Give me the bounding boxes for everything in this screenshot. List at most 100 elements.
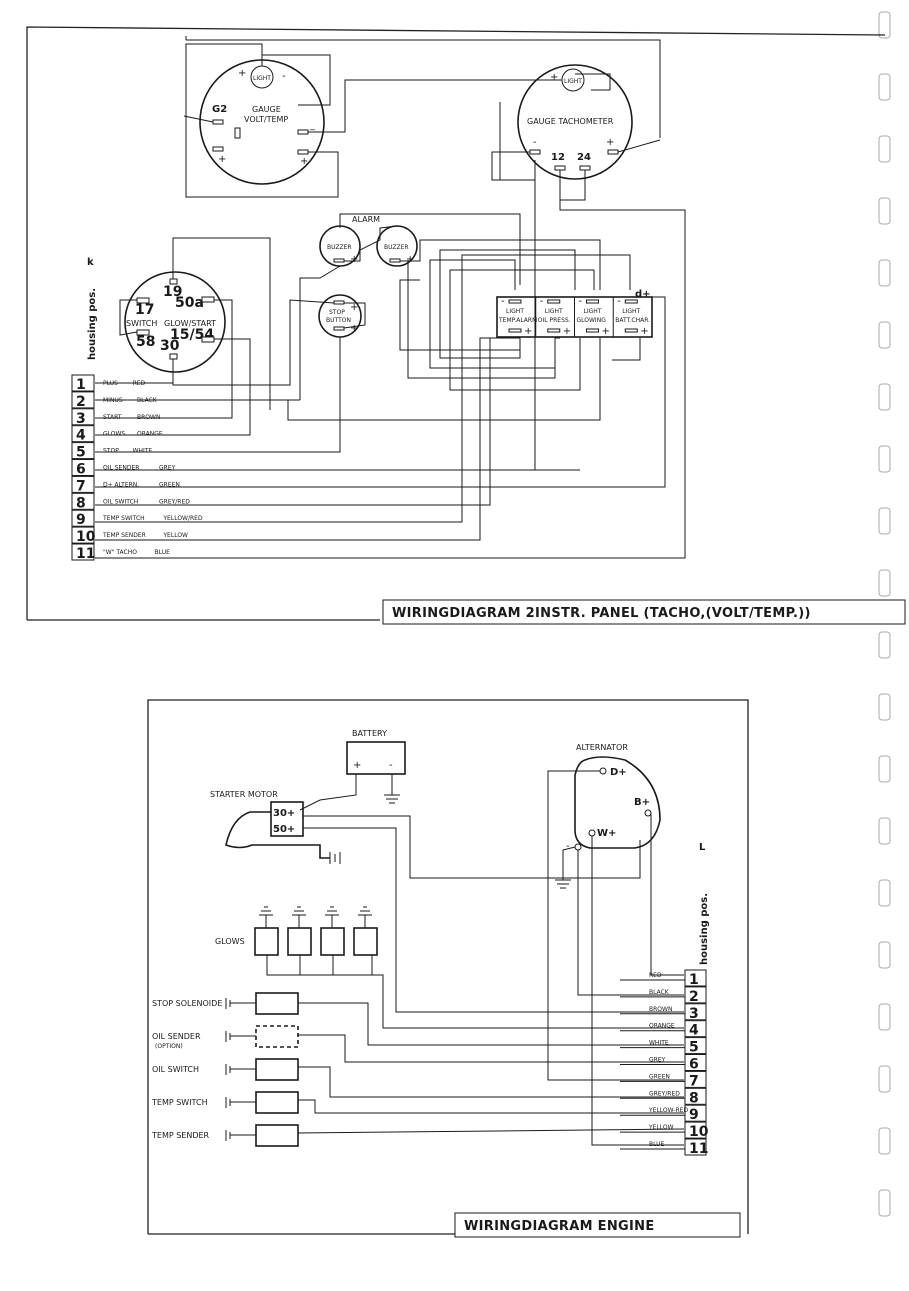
glow-start-switch: 19 50a 17 SWITCH GLOW/START 15/54 58 30	[124, 271, 226, 373]
glow-plug	[353, 927, 378, 956]
housing-k-number: 3	[76, 411, 86, 427]
svg-text:+: +	[350, 323, 358, 334]
panel-wire-color: BROWN	[137, 414, 160, 421]
engine-component-box	[255, 1124, 299, 1147]
engine-wire-color: YELLOW	[648, 1124, 674, 1131]
engine-component-label: STOP SOLENOIDE	[152, 999, 222, 1008]
engine-component-box	[255, 1025, 299, 1048]
housing-l-cell	[684, 1138, 707, 1156]
engine-component-label: TEMP SWITCH	[151, 1098, 208, 1107]
panel-title: WIRINGDIAGRAM 2INSTR. PANEL (TACHO,(VOLT…	[392, 606, 811, 621]
housing-k-number: 11	[76, 546, 95, 562]
housing-k-cell	[71, 475, 95, 493]
housing-l-number: 3	[689, 1006, 699, 1022]
housing-l-cell	[684, 1037, 707, 1055]
svg-text:-: -	[579, 296, 583, 307]
starter-motor-label: STARTER MOTOR	[210, 790, 278, 799]
engine-wire-color: ORANGE	[649, 1023, 675, 1030]
stop-button: STOP BUTTON + +	[318, 294, 362, 338]
housing-l-cell	[684, 969, 707, 987]
housing-l-cell	[684, 1104, 707, 1122]
panel-title-box	[382, 599, 906, 625]
binder-hole	[878, 445, 891, 473]
warning-light-name: OIL PRESS.	[538, 317, 571, 324]
housing-l-number: 2	[689, 989, 699, 1005]
gauge-vt-minus: -	[282, 71, 286, 82]
housing-k-label: housing pos.	[87, 288, 98, 360]
buzzer-1-label: BUZZER	[327, 244, 352, 251]
warning-light-label: LIGHT	[545, 308, 563, 315]
housing-k-cell	[71, 425, 95, 443]
housing-k-cell	[71, 543, 95, 561]
gauge-vt-g2: G2	[212, 104, 227, 115]
engine-wire-color: GREEN	[649, 1073, 670, 1080]
panel-wire-name: STOP	[103, 448, 119, 455]
housing-k-cell	[71, 391, 95, 409]
engine-wire-color: BLUE	[649, 1141, 665, 1148]
gauge-vt-label-2: VOLT/TEMP	[244, 115, 288, 124]
housing-k-number: 4	[76, 428, 86, 444]
panel-wire-name: START	[103, 414, 122, 421]
switch-30: 30	[160, 338, 180, 354]
gauge-tacho-light-label: LIGHT	[564, 78, 582, 85]
panel-wire-name: GLOWS	[103, 431, 125, 438]
glow-plug	[287, 927, 312, 956]
svg-text:+: +	[406, 254, 414, 265]
housing-l-cell	[684, 986, 707, 1004]
gauge-tacho-label: GAUGE TACHOMETER	[527, 117, 614, 126]
svg-text:-: -	[617, 296, 621, 307]
binder-hole	[878, 135, 891, 163]
binder-hole	[878, 879, 891, 907]
starter-motor: STARTER MOTOR 30+ 50+	[210, 790, 341, 864]
panel-wire-color: GREY/RED	[159, 498, 190, 505]
binder-holes	[878, 11, 891, 1217]
housing-l-cell	[684, 1121, 707, 1139]
binder-hole	[878, 507, 891, 535]
engine-wire-color: WHITE	[649, 1040, 669, 1047]
housing-k-number: 6	[76, 462, 86, 478]
alternator: ALTERNATOR D+ B+ W+ -	[566, 743, 661, 852]
housing-l-number: 7	[689, 1073, 699, 1089]
panel-wire-name: PLUS	[103, 380, 118, 387]
panel-wire-color: YELLOW/RED	[162, 515, 203, 522]
binder-hole	[878, 941, 891, 969]
housing-k-number: 10	[76, 529, 96, 545]
engine-wire-color: RED	[649, 972, 662, 979]
engine-diagram: WIRINGDIAGRAM ENGINE BATTERY + - STARTER…	[147, 699, 749, 1238]
warning-light-name: BATT.CHAR.	[615, 317, 650, 324]
binder-hole	[878, 693, 891, 721]
panel-wire-name: MINUS	[103, 397, 123, 404]
housing-l-number: 10	[689, 1124, 709, 1140]
svg-text:-: -	[501, 296, 505, 307]
panel-frame	[26, 26, 886, 620]
svg-text:+: +	[640, 326, 648, 337]
engine-component-sub: (OPTION)	[155, 1043, 183, 1050]
svg-text:+: +	[350, 254, 358, 265]
d-plus-label: d+	[635, 289, 651, 300]
housing-l-number: 9	[689, 1107, 699, 1123]
binder-hole	[878, 1127, 891, 1155]
stop-button-label-1: STOP	[329, 309, 345, 316]
binder-hole	[878, 73, 891, 101]
stop-button-label-2: BUTTON	[326, 317, 351, 324]
svg-text:_: _	[309, 120, 316, 131]
glow-plugs: GLOWS	[215, 906, 684, 1029]
engine-wire-color: BROWN	[649, 1006, 672, 1013]
svg-text:+: +	[524, 326, 532, 337]
housing-k-number: 1	[76, 377, 86, 393]
panel-wire-name: "W" TACHO	[103, 549, 137, 556]
switch-label: SWITCH	[126, 319, 157, 328]
buzzer-2-label: BUZZER	[384, 244, 409, 251]
binder-hole	[878, 817, 891, 845]
binder-hole	[878, 259, 891, 287]
housing-l-number: 11	[689, 1141, 708, 1157]
binder-hole	[878, 1003, 891, 1031]
instrument-panel-diagram: WIRINGDIAGRAM 2INSTR. PANEL (TACHO,(VOLT…	[26, 26, 906, 625]
svg-text:+: +	[350, 302, 358, 313]
housing-l-number: 5	[689, 1040, 699, 1056]
